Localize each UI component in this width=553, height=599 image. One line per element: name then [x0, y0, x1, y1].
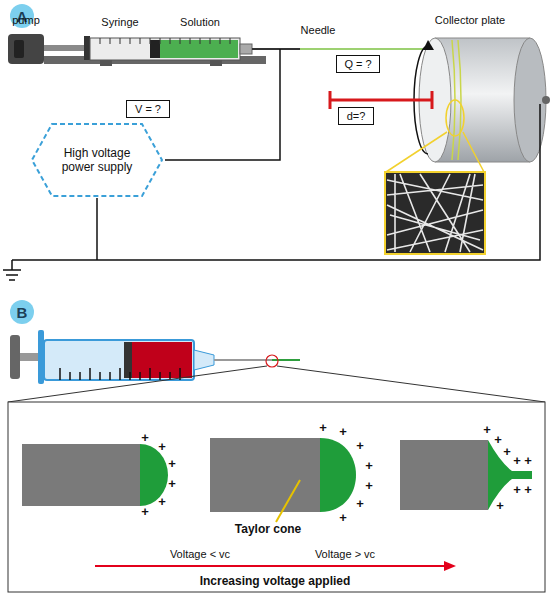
needle-hub: [240, 44, 252, 54]
drum-end: [514, 38, 546, 162]
sem-image: [385, 172, 485, 254]
charge-sign: +: [158, 440, 166, 454]
syringe-clamp: [100, 60, 112, 66]
jet-cone: [488, 440, 532, 510]
plunger-handle: [10, 335, 20, 379]
charge-sign: +: [483, 423, 491, 437]
zoom-line: [8, 366, 267, 402]
part-label: Syringe: [101, 16, 138, 28]
charge-sign: +: [168, 477, 176, 491]
condition-label: Voltage < vc: [170, 548, 230, 560]
drum-axle: [542, 96, 550, 104]
charge-sign: +: [141, 505, 149, 519]
zoom-line: [277, 366, 545, 402]
zoom-mark: [446, 100, 464, 136]
zoom-line: [463, 132, 484, 172]
plunger-flange: [84, 36, 90, 60]
needle: [252, 48, 300, 50]
ground-symbol: [3, 260, 21, 280]
polymer-jet: [300, 48, 430, 50]
charge-sign: +: [524, 454, 532, 468]
part-label: Taylor cone: [235, 523, 301, 536]
charge-sign: +: [513, 483, 521, 497]
part-label: Needle: [301, 24, 336, 36]
syringe-tip: [194, 350, 214, 370]
parameter-box: d=?: [338, 107, 374, 125]
zoom-box: [8, 402, 545, 592]
needle-tip: [400, 440, 488, 510]
sem-fibers: [387, 174, 483, 252]
parameter-box: V = ?: [126, 100, 170, 118]
ground-wire: [96, 198, 98, 260]
charge-sign: +: [339, 511, 347, 525]
distance-bar: [330, 99, 432, 102]
charge-sign: +: [141, 431, 149, 445]
parameter-box: Q = ?: [336, 55, 380, 73]
blood-solution: [132, 342, 192, 378]
condition-label: Voltage > vc: [315, 548, 375, 560]
zoom-line: [386, 132, 447, 172]
panel-badge: B: [10, 300, 34, 324]
part-label: Collector plate: [435, 14, 505, 26]
parameter-label: Q = ?: [344, 58, 371, 70]
hexagon-shape: [32, 124, 162, 196]
charge-sign: +: [496, 499, 504, 513]
charge-sign: +: [356, 439, 364, 453]
syringe-clamp: [210, 60, 222, 66]
axis-label: Increasing voltage applied: [200, 575, 351, 588]
parameter-label: V = ?: [135, 103, 161, 115]
parameter-label: d=?: [347, 110, 366, 122]
distance-cap: [329, 91, 332, 109]
zoom-circle: [266, 355, 278, 367]
plunger-stopper: [124, 342, 132, 378]
panel-letter: B: [17, 304, 28, 321]
needle: [214, 359, 272, 361]
taylor-cone-droplet: [320, 438, 356, 512]
distance-cap: [431, 91, 434, 109]
charge-sign: +: [168, 457, 176, 471]
leader-line: [276, 480, 300, 522]
solution-fill: [160, 40, 238, 58]
part-label: Solution: [180, 16, 220, 28]
syringe-barrel: [90, 38, 240, 60]
voltage-arrow: [95, 565, 446, 567]
part-label: pump: [12, 14, 40, 26]
drum-edge: [435, 38, 530, 39]
power-supply: High voltage power supply: [30, 122, 164, 198]
charge-sign: +: [513, 454, 521, 468]
charge-sign: +: [524, 483, 532, 497]
scale-ticks: [60, 368, 180, 380]
needle-tip: [210, 438, 320, 512]
polymer-jet: [272, 359, 300, 361]
charge-sign: +: [494, 433, 502, 447]
hv-wire: [165, 49, 280, 160]
pump-block: [8, 34, 44, 64]
charge-sign: +: [365, 459, 373, 473]
drum-edge: [435, 162, 530, 163]
charge-sign: +: [339, 425, 347, 439]
plunger-stopper: [150, 40, 160, 58]
arrow-head: [444, 561, 456, 571]
needle-tip: [22, 444, 140, 506]
arrow-head: [423, 40, 434, 50]
device-label: High voltage power supply: [52, 146, 142, 175]
charge-sign: +: [365, 479, 373, 493]
charge-sign: +: [503, 445, 511, 459]
charge-sign: +: [319, 421, 327, 435]
charge-sign: +: [356, 497, 364, 511]
scale-ticks: [100, 38, 230, 44]
syringe-barrel: [44, 340, 194, 380]
ground-wire: [12, 104, 540, 260]
charge-sign: +: [158, 495, 166, 509]
pump-knob: [14, 40, 24, 58]
